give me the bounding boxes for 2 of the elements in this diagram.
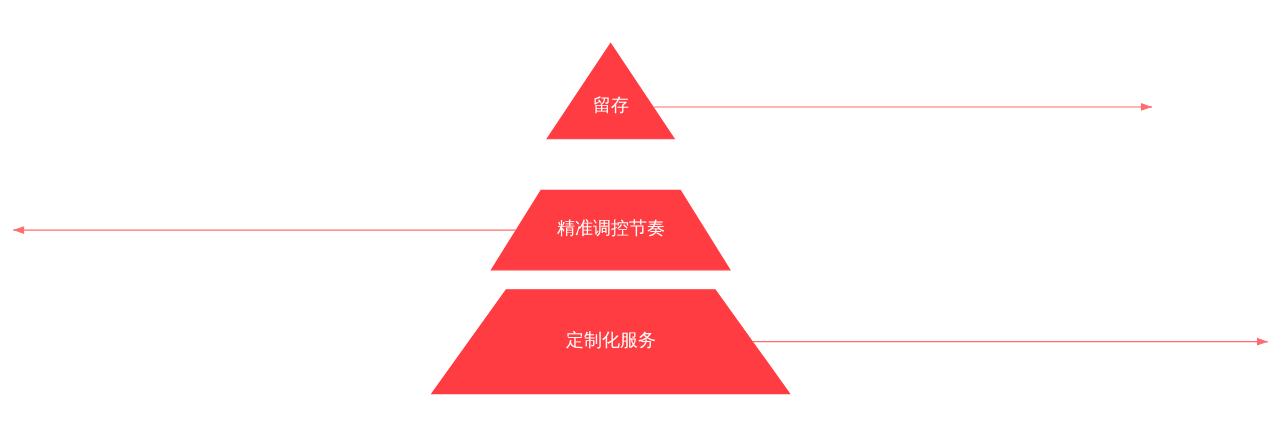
- arrow: [652, 102, 1152, 111]
- arrow: [13, 225, 517, 234]
